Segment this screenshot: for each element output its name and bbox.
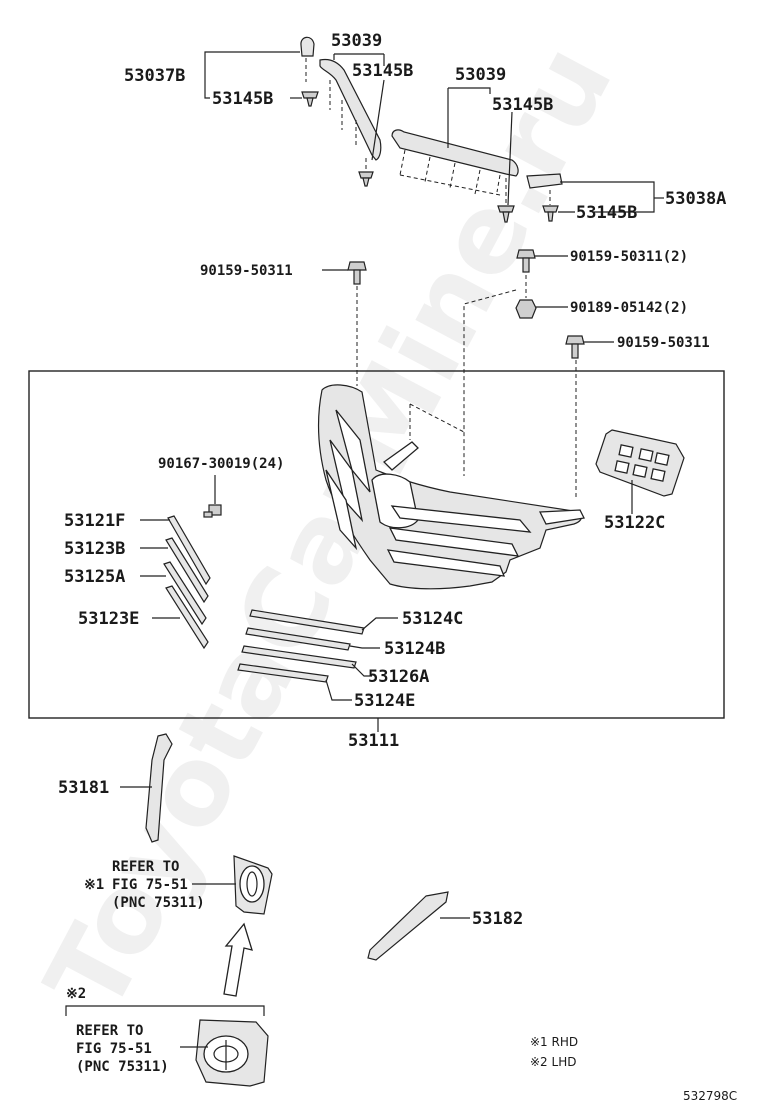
label-53123e: 53123E xyxy=(78,609,139,629)
label-53124e: 53124E xyxy=(354,691,415,711)
refer1-line2: FIG 75-51 xyxy=(112,877,188,893)
label-53124b: 53124B xyxy=(384,639,445,659)
refer1-line1: REFER TO xyxy=(112,859,179,875)
nut-90189-05142 xyxy=(515,299,537,319)
label-53037b: 53037B xyxy=(124,66,185,86)
label-53038a: 53038A xyxy=(665,189,726,209)
label-90189-05142: 90189-05142(2) xyxy=(570,300,688,316)
label-90167-30019: 90167-30019(24) xyxy=(158,456,284,472)
refer2-line3: (PNC 75311) xyxy=(76,1059,169,1075)
refer2-mark: ※2 xyxy=(66,986,86,1002)
molding-53124b xyxy=(245,627,351,651)
refer1-line3: (PNC 75311) xyxy=(112,895,205,911)
label-53145b-left: 53145B xyxy=(212,89,273,109)
molding-53182 xyxy=(367,891,449,961)
label-53124c: 53124C xyxy=(402,609,463,629)
molding-53039-side xyxy=(319,58,382,161)
clip-90167-30019 xyxy=(203,475,222,518)
clip-53145b-right xyxy=(542,205,559,222)
molding-53125a xyxy=(163,561,207,626)
refer2-line2: FIG 75-51 xyxy=(76,1041,152,1057)
molding-53124c xyxy=(249,609,365,635)
label-90159-50311-pair: 90159-50311(2) xyxy=(570,249,688,265)
clip-53145b-left xyxy=(301,91,319,107)
radiator-grille-53111 xyxy=(317,384,585,590)
arrow-up-icon xyxy=(223,922,253,997)
molding-53181 xyxy=(145,733,173,843)
assembly-53111-box xyxy=(28,370,725,719)
label-90159-50311-right: 90159-50311 xyxy=(617,335,710,351)
clip-53037b xyxy=(300,36,315,82)
legend-lhd: ※2 LHD xyxy=(530,1055,576,1069)
label-90159-50311-left: 90159-50311 xyxy=(200,263,293,279)
emblem-rhd xyxy=(233,855,273,915)
label-53039-center: 53039 xyxy=(455,65,506,85)
molding-53123e xyxy=(165,585,209,650)
label-53123b: 53123B xyxy=(64,539,125,559)
label-53111: 53111 xyxy=(348,731,399,751)
label-53125a: 53125A xyxy=(64,567,125,587)
molding-53126a xyxy=(241,645,357,669)
screw-90159-50311-left xyxy=(347,261,367,285)
label-53126a: 53126A xyxy=(368,667,429,687)
label-53122c: 53122C xyxy=(604,513,665,533)
molding-53038a xyxy=(526,173,563,205)
emblem-lhd xyxy=(195,1019,269,1087)
molding-53039-center xyxy=(391,129,519,196)
label-53039-side: 53039 xyxy=(331,31,382,51)
screw-90159-50311-right xyxy=(565,335,585,359)
molding-53123b xyxy=(165,537,209,604)
label-53145b-right: 53145B xyxy=(576,203,637,223)
label-53145b-side: 53145B xyxy=(352,61,413,81)
clip-53145b-center xyxy=(497,178,515,223)
label-53121f: 53121F xyxy=(64,511,125,531)
legend-rhd: ※1 RHD xyxy=(530,1035,578,1049)
clip-53145b-side xyxy=(358,158,374,187)
diagram-code: 532798C xyxy=(683,1089,737,1103)
refer2-line1: REFER TO xyxy=(76,1023,143,1039)
refer1-mark: ※1 xyxy=(84,877,104,893)
label-53181: 53181 xyxy=(58,778,109,798)
bracket-53122c xyxy=(595,429,685,497)
label-53145b-center: 53145B xyxy=(492,95,553,115)
screw-90159-50311-pair xyxy=(516,249,536,273)
molding-53121f xyxy=(167,515,211,586)
label-53182: 53182 xyxy=(472,909,523,929)
